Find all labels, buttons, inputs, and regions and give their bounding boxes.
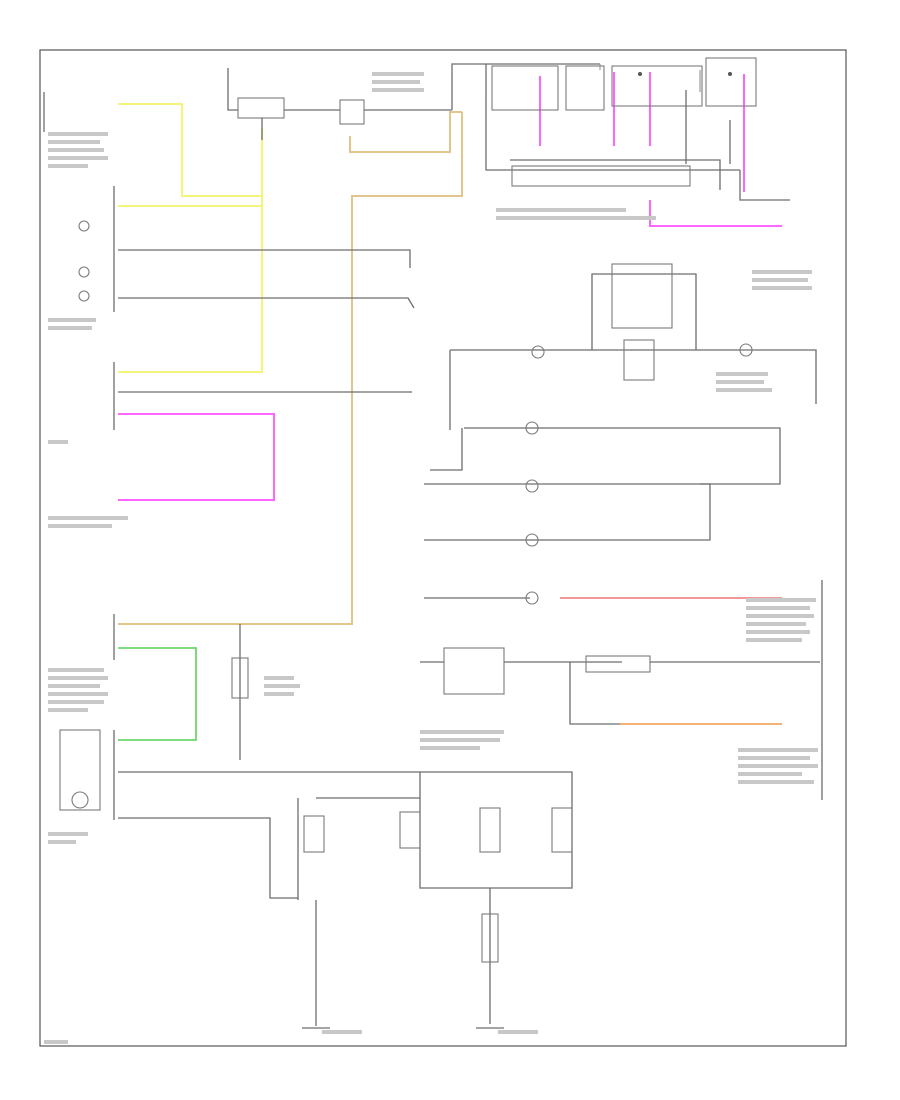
center-right-lower <box>420 647 820 725</box>
left-connectors <box>43 92 415 820</box>
yellow-wires <box>118 103 263 373</box>
right-middle-section <box>424 263 823 800</box>
yellow-wire-1 <box>118 103 262 197</box>
tan-wires <box>118 111 463 625</box>
green-wire <box>118 647 197 741</box>
illegible-labels <box>44 72 818 1044</box>
left-lower-section <box>118 624 573 1029</box>
yellow-wire-3 <box>118 128 263 373</box>
tan-wire-1 <box>349 111 462 153</box>
tan-wire-2 <box>240 112 463 625</box>
diagram-frame <box>39 49 847 1047</box>
magenta-wire-6 <box>649 200 782 227</box>
top-section <box>227 57 790 201</box>
magenta-wires <box>118 72 782 501</box>
magenta-wire-1 <box>118 413 275 501</box>
